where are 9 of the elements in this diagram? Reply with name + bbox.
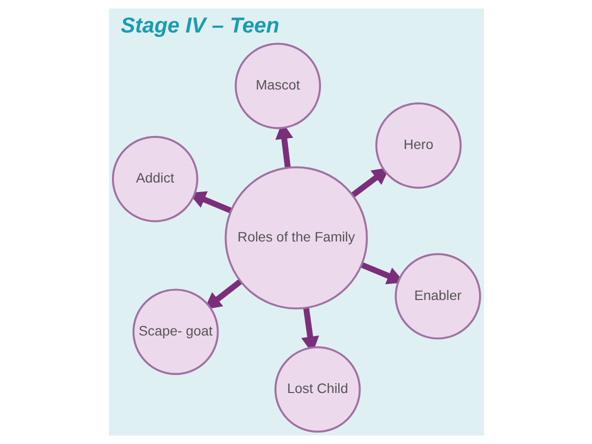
node-circle: Enabler: [394, 253, 481, 340]
node-circle: Lost Child: [274, 346, 360, 433]
node-circle: Hero: [374, 102, 462, 189]
diagram-title: Stage IV – Teen: [120, 12, 279, 38]
node-circle: Mascot: [234, 42, 321, 130]
node-circle: Addict: [111, 136, 198, 222]
node-circle: Roles of the Family: [224, 166, 368, 310]
node-circle: Scape- goat: [132, 288, 218, 376]
arrow: [350, 167, 390, 198]
